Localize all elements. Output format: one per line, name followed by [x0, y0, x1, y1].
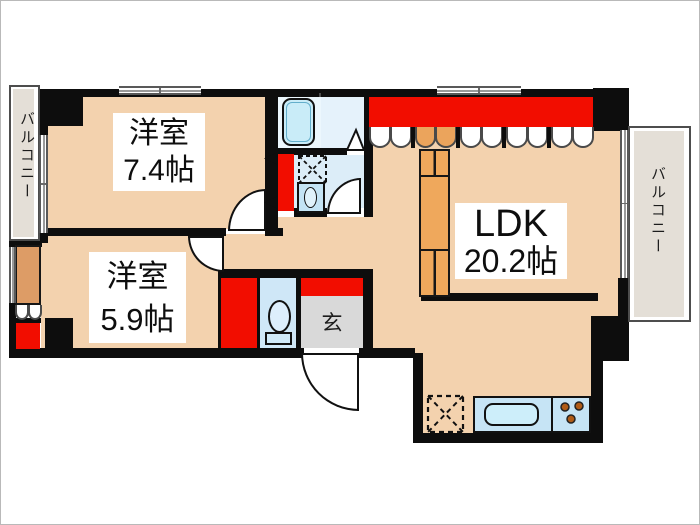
wall-room-divider: [38, 228, 226, 236]
washbasin: [297, 182, 325, 213]
bedroom2-closet: [15, 245, 41, 305]
kitchen-counter: [473, 396, 591, 433]
wall-left: [38, 231, 48, 243]
wall-kitchen-left: [413, 353, 423, 441]
window-ldk-balcony: [620, 130, 629, 278]
hallway-floor: [278, 217, 373, 236]
wall-outer-left: [9, 303, 16, 355]
closet-hallway: [221, 278, 257, 348]
door-divider: [501, 127, 506, 148]
balcony-left: バルコニー: [9, 85, 40, 241]
balcony-left-deck: [13, 89, 34, 237]
folding-door-leaf: [15, 305, 29, 320]
wall-pillar-topright: [593, 88, 629, 131]
wall-toilet-right: [296, 278, 301, 348]
bathroom-floor: [321, 97, 364, 148]
ldk-name: LDK: [474, 202, 548, 245]
wall-ldk-counter: [421, 293, 598, 301]
balcony-right: バルコニー: [628, 126, 691, 322]
folding-door-leaf: [480, 127, 503, 148]
wall-kitchen-bottom: [413, 433, 603, 443]
bedroom1-name: 洋室: [129, 117, 189, 150]
wall-top: [83, 89, 593, 97]
wall-bedroom1-right: [265, 89, 278, 228]
bedroom2-closet-doors: [15, 305, 42, 320]
wall-right-lower: [591, 356, 603, 441]
bedroom2-size: 5.9帖: [100, 301, 175, 337]
folding-door-leaf: [28, 305, 42, 320]
wall-toilet-left: [257, 278, 261, 348]
cabinet-section: [421, 151, 448, 177]
wall-pillar-right: [591, 316, 629, 361]
wall-bottom-east: [359, 348, 415, 358]
folding-door-leaf: [572, 127, 594, 148]
wall-pillar-bottomleft: [45, 318, 73, 349]
closet-ldk-north: [369, 97, 593, 127]
bedroom1-size: 7.4帖: [123, 154, 195, 187]
closet-bedroom1: [278, 154, 294, 211]
wall-washroom-right: [364, 89, 373, 217]
entrance-name: 玄: [321, 312, 343, 335]
folding-door-leaf: [369, 127, 391, 148]
cabinet-section: [421, 251, 448, 295]
bedroom2-label: 洋室 5.9帖: [89, 252, 186, 343]
folding-door-leaf: [551, 127, 574, 148]
wall-closet-base: [14, 318, 41, 323]
wall-bath-divider: [278, 148, 347, 155]
wall-right-mid: [618, 278, 629, 321]
closet-bedroom2-south: [16, 323, 40, 349]
window-top-west: [119, 86, 201, 95]
door-divider: [456, 127, 461, 148]
wall-hall-top: [218, 269, 373, 278]
ldk-cabinet: [419, 149, 450, 297]
folding-door-leaf: [414, 127, 437, 148]
bedroom1-label: 洋室 7.4帖: [113, 113, 205, 191]
wall-bottom: [9, 348, 304, 358]
door-divider: [547, 127, 552, 148]
wall-outer-left: [9, 239, 42, 247]
toilet-bowl: [268, 300, 291, 333]
folding-door-leaf: [526, 127, 549, 148]
door-divider: [410, 127, 415, 148]
hallway-floor: [224, 234, 373, 273]
entrance-door: [301, 353, 359, 411]
balcony-right-deck: [634, 131, 684, 317]
wall-bedroom1-corner: [265, 228, 283, 236]
wall-entrance-right: [363, 269, 373, 358]
folding-door-leaf: [505, 127, 528, 148]
balcony-right-label: バルコニー: [649, 166, 666, 256]
window-bedroom1-balcony: [39, 135, 48, 233]
closet-folding-doors: [369, 127, 594, 148]
folding-door-leaf: [435, 127, 458, 148]
balcony-left-label: バルコニー: [18, 111, 35, 201]
cabinet-section: [421, 177, 448, 251]
bathtub-inner: [286, 102, 311, 142]
window-top-east: [437, 86, 521, 95]
wall-left: [38, 97, 48, 137]
folding-door-leaf: [389, 127, 412, 148]
folding-door-leaf: [460, 127, 482, 148]
entrance-label: 玄: [301, 296, 363, 348]
bathtub: [282, 98, 315, 146]
ldk-size: 20.2帖: [463, 242, 559, 279]
kitchen-sink: [484, 403, 539, 426]
ldk-label: LDK 20.2帖: [455, 203, 567, 279]
entrance-floor: [301, 296, 363, 348]
toilet-tank: [265, 332, 292, 345]
washbasin-bowl: [304, 187, 317, 208]
ldk-floor: [373, 319, 591, 353]
bedroom2-name: 洋室: [106, 258, 169, 294]
counter-divider: [551, 398, 553, 431]
closet-entrance: [301, 278, 363, 296]
window-bedroom2-west: [9, 247, 16, 303]
